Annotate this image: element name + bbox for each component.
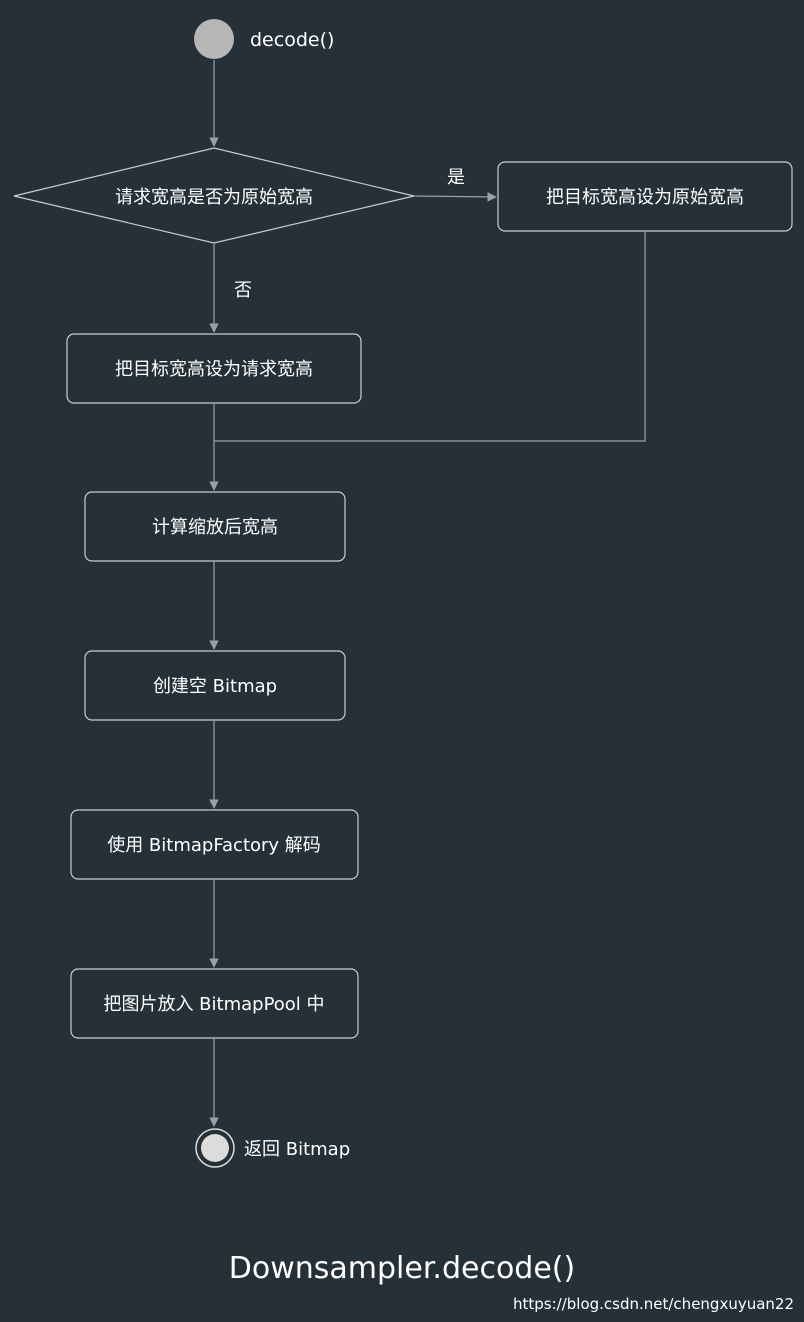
no-label: 否 <box>234 280 252 301</box>
step-box-scale-size <box>84 491 346 562</box>
decision-text: 请求宽高是否为原始宽高 <box>115 187 313 208</box>
step-box-create-bitmap <box>84 650 346 721</box>
end-node-ring <box>195 1128 235 1168</box>
connector-yes <box>413 192 497 202</box>
end-node <box>201 1134 229 1162</box>
connector-yes-merge <box>214 231 646 442</box>
start-label: decode() <box>250 29 334 51</box>
set-original-size-text: 把目标宽高设为原始宽高 <box>546 187 744 208</box>
step-text-bitmap-pool: 把图片放入 BitmapPool 中 <box>103 994 324 1015</box>
diagram-title: Downsampler.decode() <box>229 1251 575 1286</box>
step-text-create-bitmap: 创建空 Bitmap <box>153 676 277 697</box>
step-text-decode: 使用 BitmapFactory 解码 <box>107 835 321 856</box>
yes-label: 是 <box>447 167 465 188</box>
set-requested-size-text: 把目标宽高设为请求宽高 <box>115 359 313 380</box>
start-node <box>194 19 234 59</box>
end-label: 返回 Bitmap <box>244 1139 350 1160</box>
step-text-scale-size: 计算缩放后宽高 <box>152 517 278 538</box>
watermark: https://blog.csdn.net/chengxuyuan22 <box>513 1295 794 1313</box>
